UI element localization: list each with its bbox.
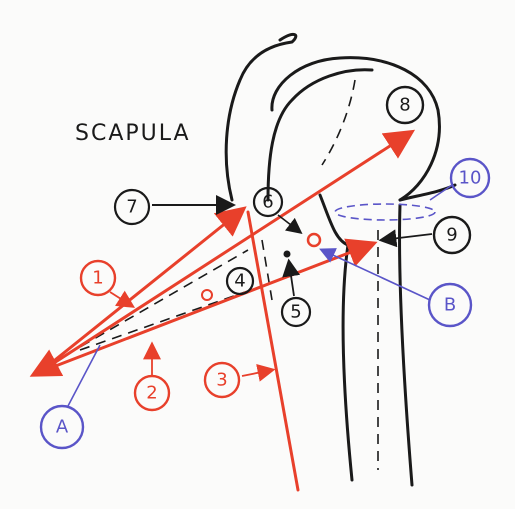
label-5: 5 — [282, 262, 310, 326]
label-1: 1 — [81, 261, 132, 306]
label-7-text: 7 — [126, 197, 137, 218]
label-5-text: 5 — [290, 302, 301, 323]
red-lines — [35, 133, 410, 490]
label-2-text: 2 — [146, 383, 157, 404]
bone-outline — [226, 34, 455, 485]
label-8: 8 — [387, 87, 423, 123]
label-4-text: 4 — [234, 271, 245, 292]
acromion-outline — [268, 70, 372, 200]
label-2: 2 — [135, 345, 169, 410]
scapula-title: SCAPULA — [75, 121, 191, 146]
humeral-head-outline — [272, 58, 440, 200]
hole-4 — [202, 290, 212, 300]
label-4: 4 — [227, 268, 253, 294]
red-line-upper — [40, 133, 410, 372]
humeral-shaft-right — [400, 205, 413, 485]
label-1-text: 1 — [92, 268, 103, 289]
label-10: 10 — [430, 159, 489, 200]
label-3-text: 3 — [216, 370, 227, 391]
label-3: 3 — [205, 363, 272, 397]
label-9-text: 9 — [446, 225, 457, 246]
label-6-text: 6 — [262, 192, 273, 213]
label-8-text: 8 — [399, 95, 410, 116]
hole-b — [308, 234, 320, 246]
coracoid-outline — [226, 34, 296, 200]
dot-5 — [284, 251, 291, 258]
label-10-text: 10 — [459, 168, 482, 189]
red-line-front — [40, 210, 242, 372]
label-7: 7 — [115, 190, 232, 224]
humeral-head-dashed — [322, 80, 355, 165]
humeral-shaft-left — [343, 245, 352, 480]
blue-dashed-ellipse — [335, 204, 435, 220]
red-line-vertical — [248, 212, 298, 490]
label-b-text: B — [444, 295, 456, 316]
glenoid-rim — [320, 195, 348, 245]
label-9: 9 — [382, 217, 470, 253]
label-a-text: A — [56, 417, 69, 438]
